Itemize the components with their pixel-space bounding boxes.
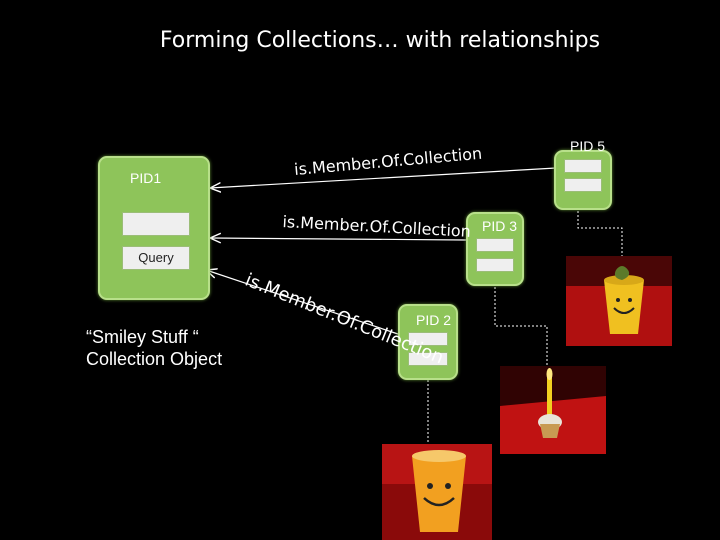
pid2-slot-1: [408, 332, 448, 346]
pid1-label: PID1: [130, 170, 162, 186]
pid5-slot-2: [564, 178, 602, 192]
arrow-pid3-to-pid1: [210, 238, 467, 240]
pid5-node[interactable]: [554, 150, 612, 210]
dotted-link-pid3-photo: [494, 283, 548, 365]
query-label: Query: [138, 250, 174, 265]
pid3-node[interactable]: PID 3: [466, 212, 524, 286]
collection-caption: “Smiley Stuff “ Collection Object: [86, 326, 222, 370]
arrow-pid5-to-pid1: [210, 167, 557, 188]
pid1-node[interactable]: PID1 Query: [98, 156, 210, 300]
pid2-label: PID 2: [416, 312, 452, 328]
pid3-label: PID 3: [482, 218, 518, 234]
smiley-cup-photo-bottom: [382, 444, 492, 540]
slide-title: Forming Collections… with relationships: [159, 28, 601, 53]
pid1-datastream-slot: [122, 212, 190, 236]
pid3-slot-1: [476, 238, 514, 252]
pid2-node[interactable]: PID 2: [398, 304, 458, 380]
pid1-query-slot: Query: [122, 246, 190, 270]
arrow-pid2-to-pid1: [206, 270, 399, 335]
caption-line-2: Collection Object: [86, 349, 223, 369]
pid3-slot-2: [476, 258, 514, 272]
cupcake-candle-photo: [500, 366, 606, 454]
dotted-link-pid5-photo: [577, 207, 623, 258]
pid5-label: PID 5: [570, 138, 606, 154]
pid2-slot-2: [408, 352, 448, 366]
caption-line-1: “Smiley Stuff “: [86, 327, 199, 347]
pid5-slot-1: [564, 159, 602, 173]
smiley-cup-photo-top: [566, 256, 672, 346]
